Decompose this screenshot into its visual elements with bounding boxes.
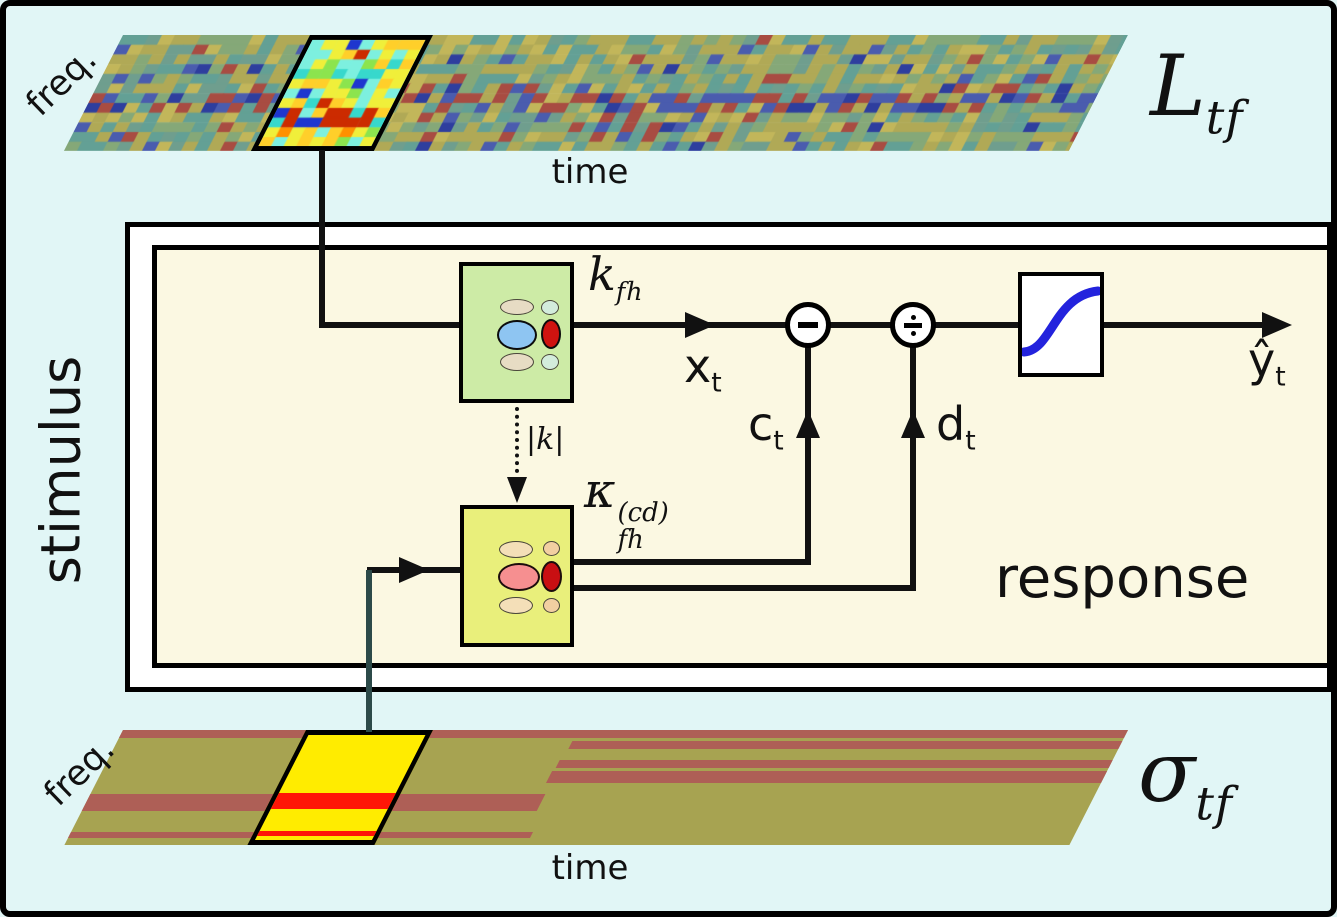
spectrogram-texture xyxy=(63,35,1129,151)
k-filter-blob-tan-bottom xyxy=(500,353,534,371)
kappa-filter-blob-peach-bottom xyxy=(499,597,533,614)
sigmoid-curve-icon xyxy=(1022,286,1100,357)
k-filter-symbol: k xyxy=(588,247,616,301)
signal-line-sigmoid-to-output xyxy=(1103,322,1264,328)
k-norm-label: |k| xyxy=(526,422,565,457)
arrowhead-c-icon xyxy=(796,410,820,438)
predicted-response-subscript: t xyxy=(1275,361,1286,393)
kappa-output-d-horizontal xyxy=(574,585,916,591)
spectrogram-band-top xyxy=(63,35,1129,151)
luminance-symbol-base: L xyxy=(1150,37,1206,135)
c-signal-label: ct xyxy=(748,400,784,455)
divide-node xyxy=(890,302,936,348)
d-signal-base: d xyxy=(936,397,966,451)
kappa-filter-blob-small-top xyxy=(543,541,560,556)
minus-icon xyxy=(798,322,818,328)
kappa-filter-symbol: κ xyxy=(584,463,616,519)
kappa-output-c-horizontal xyxy=(574,559,811,565)
predicted-response-base: ŷ xyxy=(1248,333,1276,387)
signal-line-k-to-minus xyxy=(574,322,787,328)
k-filter-blob-red-main xyxy=(541,319,561,349)
k-filter-label: kfh xyxy=(588,250,644,306)
c-signal-base: c xyxy=(748,397,774,451)
patch-stripe-thick xyxy=(270,793,396,809)
kappa-filter-blob-darkred-main xyxy=(541,561,562,592)
d-signal-label: dt xyxy=(936,400,976,455)
contrast-symbol-subscript: tf xyxy=(1195,776,1233,831)
luminance-symbol-subscript: tf xyxy=(1205,90,1244,145)
d-vertical-line xyxy=(910,345,916,591)
arrowhead-d-icon xyxy=(901,410,925,438)
x-signal-base: x xyxy=(684,339,712,393)
contrast-filter-kappa-box xyxy=(460,505,574,647)
kappa-filter-blob-pink-main xyxy=(498,563,540,591)
contrast-stripe-right-2 xyxy=(555,760,1113,768)
subtract-node xyxy=(785,302,831,348)
k-filter-subscript: fh xyxy=(615,277,644,307)
divide-icon xyxy=(904,314,922,336)
contrast-band-bottom xyxy=(64,730,1129,845)
time-axis-label-bottom: time xyxy=(551,848,629,888)
dotted-norm-line xyxy=(515,407,519,473)
x-signal-subscript: t xyxy=(711,367,722,399)
time-axis-label-top: time xyxy=(551,152,629,192)
patch-stripe-thin xyxy=(256,831,377,836)
luminance-symbol-label: Ltf xyxy=(1150,42,1243,142)
c-vertical-line xyxy=(805,345,811,565)
contrast-stripe-right-3 xyxy=(545,771,1108,783)
arrowhead-norm-icon xyxy=(507,477,527,503)
k-filter-blob-cyan-bottom xyxy=(541,354,559,370)
connector-bottom-patch-vertical xyxy=(366,570,372,732)
sigmoid-nonlinearity-box xyxy=(1018,272,1104,377)
model-panel-inner-box xyxy=(152,245,1332,668)
arrowhead-kappa-input-icon xyxy=(399,557,429,583)
k-filter-blob-cyan-top xyxy=(541,300,559,315)
stimulus-label: stimulus xyxy=(29,355,93,585)
contrast-symbol-label: σtf xyxy=(1138,728,1233,828)
contrast-stripe-top-edge xyxy=(118,730,1128,738)
response-label: response xyxy=(995,546,1250,611)
signal-line-minus-to-divide xyxy=(829,322,892,328)
k-filter-blob-tan-top xyxy=(500,299,534,315)
linear-filter-k-box xyxy=(459,262,574,403)
kappa-filter-blob-small-bottom xyxy=(543,598,560,613)
kappa-filter-blob-peach-top xyxy=(499,541,533,558)
connector-top-patch-vertical xyxy=(319,150,325,328)
k-filter-blob-blue-main xyxy=(497,320,537,350)
contrast-symbol-base: σ xyxy=(1138,723,1196,821)
arrowhead-output-icon xyxy=(1262,312,1292,338)
highlighted-patch-bottom xyxy=(247,730,433,845)
contrast-stripe-right-1 xyxy=(568,741,1123,749)
kappa-filter-subscript: fh xyxy=(617,525,644,556)
connector-top-patch-horizontal xyxy=(319,322,463,328)
x-signal-label: xt xyxy=(684,342,722,397)
signal-line-divide-to-sigmoid xyxy=(935,322,1019,328)
arrowhead-x-icon xyxy=(685,312,715,338)
predicted-response-label: ŷt xyxy=(1248,336,1286,391)
kappa-filter-label: κ(cd)fh xyxy=(584,466,669,555)
d-signal-subscript: t xyxy=(965,425,976,457)
c-signal-subscript: t xyxy=(773,425,784,457)
kappa-filter-superscript: (cd) xyxy=(617,498,669,529)
